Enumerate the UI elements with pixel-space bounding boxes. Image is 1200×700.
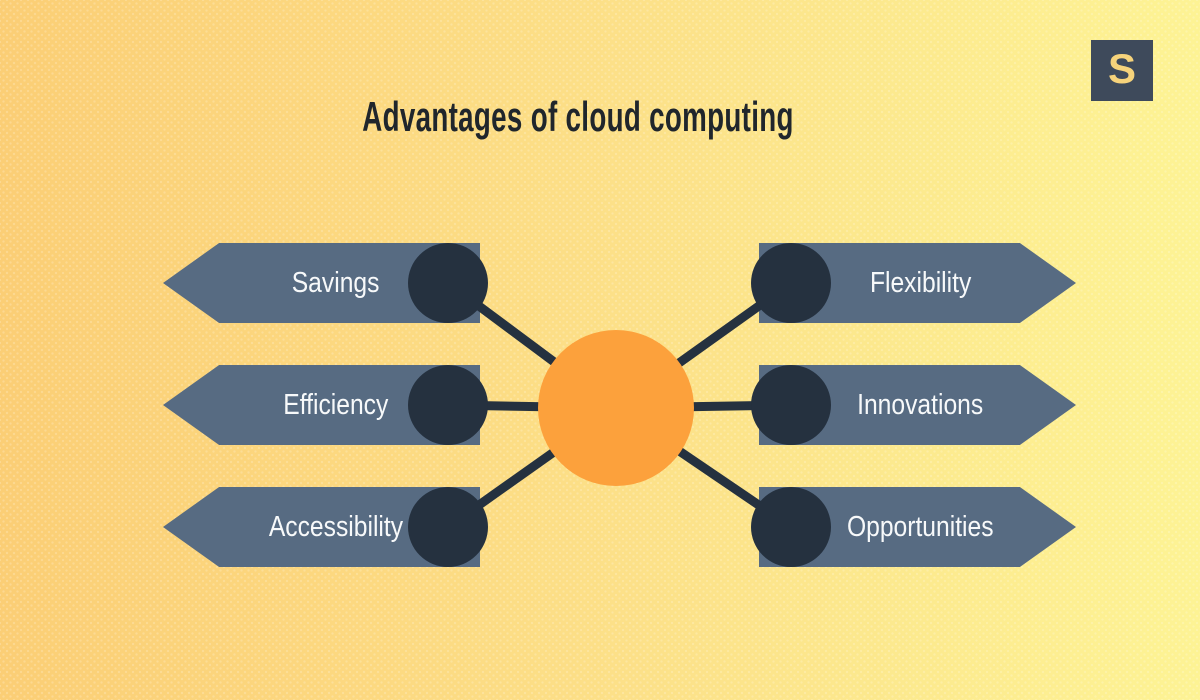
banner-label: Flexibility	[869, 266, 972, 299]
brand-logo-letter: S	[1107, 44, 1136, 92]
node-circle-savings	[408, 243, 488, 323]
node-circle-opportunities	[751, 487, 831, 567]
banner-label: Savings	[291, 266, 380, 299]
page-title: Advantages of cloud computing	[251, 93, 905, 141]
node-circle-efficiency	[408, 365, 488, 445]
hub-circle	[538, 330, 694, 486]
banner-label: Efficiency	[282, 388, 389, 421]
banner-label: Innovations	[857, 388, 984, 421]
page-title-text: Advantages of cloud computing	[362, 93, 794, 140]
node-circle-flexibility	[751, 243, 831, 323]
node-circle-innovations	[751, 365, 831, 445]
banner-label: Accessibility	[268, 510, 403, 543]
banner-label: Opportunities	[847, 510, 994, 543]
node-circle-accessibility	[408, 487, 488, 567]
brand-logo: S	[1091, 40, 1153, 101]
